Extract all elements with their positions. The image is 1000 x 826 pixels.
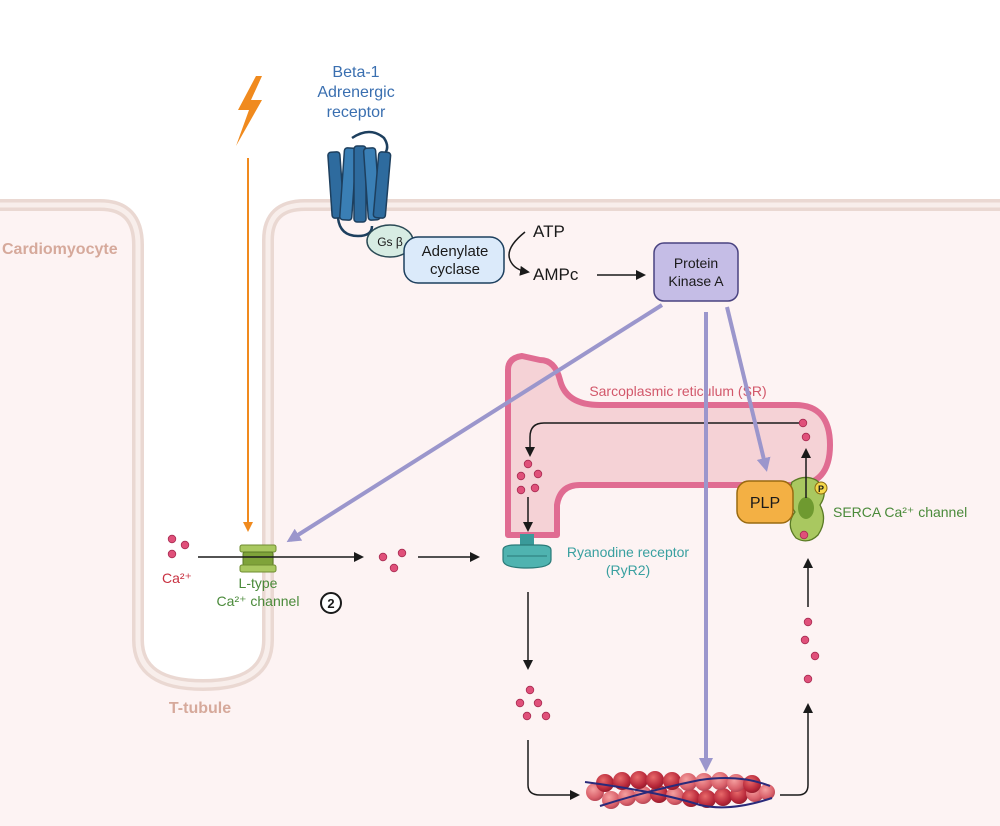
ampc-label: AMPc: [533, 265, 579, 284]
myofilament-icon: [584, 771, 775, 809]
svg-text:Gs β: Gs β: [377, 235, 403, 249]
svg-text:PLP: PLP: [750, 495, 780, 512]
sr-internal-flow-arrow: [525, 422, 800, 457]
l-type-label: L-type Ca²⁺ channel: [217, 575, 300, 609]
ca-to-myofilament-arrow: [527, 740, 580, 800]
protein-kinase-a: Protein Kinase A: [653, 242, 739, 302]
svg-text:(RyR2): (RyR2): [606, 562, 650, 578]
ryanodine-receptor-icon: [502, 534, 552, 569]
atp-conversion-arrow: [508, 231, 530, 276]
svg-text:Kinase A: Kinase A: [668, 273, 724, 289]
step-number-badge: 2: [320, 592, 342, 614]
ca-reuptake-arrow: [780, 703, 813, 796]
ca-ions-extracellular: [167, 534, 190, 559]
svg-text:Adenylate: Adenylate: [422, 243, 489, 260]
svg-text:cyclase: cyclase: [430, 261, 480, 278]
svg-text:Ryanodine receptor: Ryanodine receptor: [567, 544, 690, 560]
beta-receptor-icon: [327, 130, 392, 238]
svg-text:P: P: [818, 484, 824, 494]
serca-label: SERCA Ca²⁺ channel: [833, 504, 967, 520]
adenylate-cyclase: Adenylate cyclase: [403, 236, 505, 284]
cell-membrane: [0, 199, 1000, 826]
t-tubule-label: T-tubule: [169, 700, 231, 717]
atp-label: ATP: [533, 222, 565, 241]
ryr-label: Ryanodine receptor (RyR2): [567, 544, 690, 578]
ca-ions-sr: [516, 418, 811, 495]
ca-ions-released: [515, 685, 551, 721]
ca-label: Ca²⁺: [162, 570, 192, 586]
l-type-channel-icon: [239, 544, 277, 573]
pka-to-ltype-arrow: [286, 303, 664, 543]
phosphate-badge: P: [814, 481, 828, 495]
beta-receptor-label: Beta-1 Adrenergic receptor: [317, 64, 394, 121]
svg-text:2: 2: [327, 596, 334, 611]
phospholamban-plp: PLP: [736, 480, 794, 524]
svg-text:receptor: receptor: [327, 104, 386, 121]
lightning-bolt-icon: [236, 76, 262, 146]
svg-text:Ca²⁺ channel: Ca²⁺ channel: [217, 593, 300, 609]
sr-label: Sarcoplasmic reticulum (SR): [589, 383, 766, 399]
serca-pump-icon: [788, 476, 825, 542]
svg-text:L-type: L-type: [239, 575, 278, 591]
ca-ions-cytosol: [378, 548, 407, 573]
ca-ions-reuptake: [800, 617, 820, 684]
svg-text:Protein: Protein: [674, 255, 718, 271]
cardiomyocyte-label: Cardiomyocyte: [2, 241, 118, 258]
sarcoplasmic-reticulum: [505, 353, 833, 538]
svg-text:Beta-1: Beta-1: [332, 64, 379, 81]
svg-text:Adrenergic: Adrenergic: [317, 84, 394, 101]
pka-to-plp-arrow: [725, 306, 771, 472]
